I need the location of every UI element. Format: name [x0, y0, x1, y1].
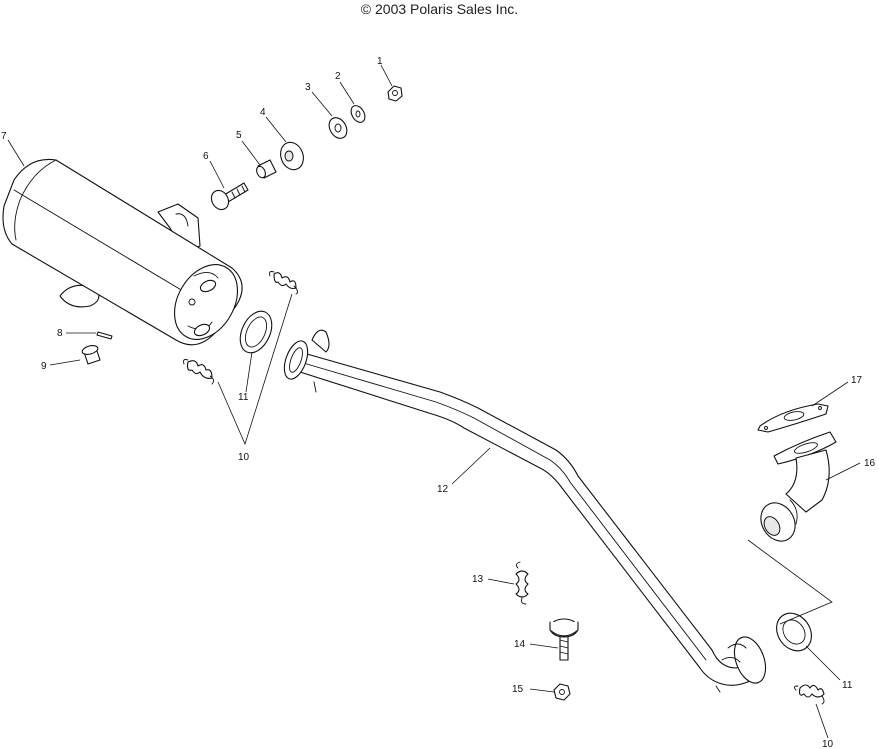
gasket-part-11-upper[interactable]: [234, 306, 278, 358]
spacer-part-5[interactable]: [255, 159, 277, 179]
spring-part-10-lower[interactable]: [183, 359, 215, 385]
callout-6: 6: [203, 151, 209, 162]
pin-part-8[interactable]: [96, 331, 113, 340]
spring-part-10-upper[interactable]: [269, 271, 299, 295]
callout-4: 4: [260, 107, 266, 118]
head-pipe-part-12[interactable]: [280, 329, 772, 693]
callout-15: 15: [512, 684, 524, 695]
callout-5: 5: [236, 130, 242, 141]
leader-lines: [7, 64, 861, 739]
callout-16: 16: [864, 458, 876, 469]
nut-part-15[interactable]: [553, 683, 571, 701]
gasket-part-17[interactable]: [757, 403, 829, 433]
callout-11-lower: 11: [842, 680, 853, 691]
elbow-pipe-part-16[interactable]: [754, 431, 837, 547]
bolt-part-14[interactable]: [549, 618, 579, 661]
callout-11-upper: 11: [238, 392, 249, 403]
washer-part-3[interactable]: [326, 114, 351, 141]
callout-3: 3: [305, 82, 311, 93]
callout-8: 8: [57, 328, 63, 339]
fitting-part-9[interactable]: [81, 344, 101, 365]
callout-10-upper: 10: [238, 452, 250, 463]
callout-14: 14: [514, 639, 526, 650]
bolt-part-6[interactable]: [208, 182, 249, 213]
callout-10-lower: 10: [822, 739, 834, 749]
callout-7: 7: [1, 131, 7, 142]
washer-part-2[interactable]: [348, 103, 367, 125]
callout-1: 1: [377, 56, 383, 67]
callout-17: 17: [851, 375, 863, 386]
callout-2: 2: [335, 71, 341, 82]
spring-part-13[interactable]: [515, 561, 529, 605]
muffler-part[interactable]: [2, 158, 250, 350]
spring-part-10-right[interactable]: [793, 684, 825, 705]
gasket-part-11-lower[interactable]: [769, 606, 818, 657]
copyright-notice: © 2003 Polaris Sales Inc.: [360, 1, 519, 17]
callout-9: 9: [41, 361, 47, 372]
grommet-part-4[interactable]: [277, 139, 307, 173]
callout-13: 13: [472, 574, 484, 585]
nut-part-1[interactable]: [387, 85, 403, 102]
callout-12: 12: [437, 484, 449, 495]
